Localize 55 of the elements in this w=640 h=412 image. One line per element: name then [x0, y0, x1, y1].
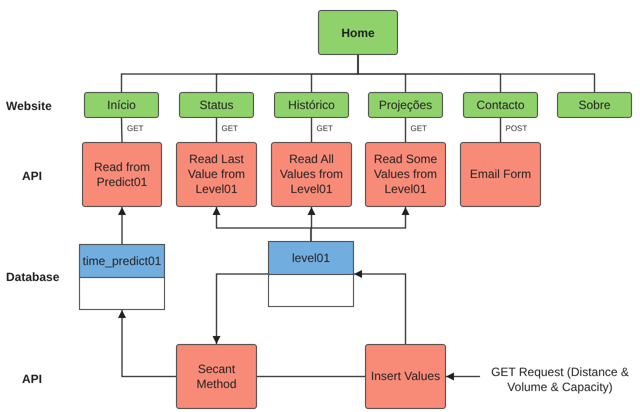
edge-label: GET — [220, 124, 239, 134]
row-label: API — [22, 168, 42, 185]
arrow — [118, 207, 126, 244]
node-text: Insert Values — [370, 369, 440, 384]
edge-label: GET — [126, 124, 144, 134]
page-box — [274, 92, 349, 118]
page-box — [463, 92, 538, 118]
process-box — [271, 142, 352, 207]
edge-label: GET — [410, 124, 428, 134]
database-table — [79, 244, 165, 310]
process-box — [365, 344, 446, 409]
node-text: Início — [107, 98, 136, 112]
connector-line — [357, 55, 596, 92]
arrow — [446, 372, 480, 380]
connector-line — [404, 118, 406, 142]
connector-line — [310, 118, 312, 142]
arrow — [118, 310, 176, 378]
process-box — [176, 344, 257, 409]
node-text: Contacto — [476, 98, 525, 112]
connector-line — [257, 376, 365, 378]
page-box — [368, 92, 443, 118]
node-text: time_predict01 — [82, 253, 162, 270]
page-box — [179, 92, 254, 118]
root-page-box — [318, 10, 398, 55]
node-text: Projeções — [378, 98, 432, 112]
process-box — [176, 142, 257, 207]
page-box — [84, 92, 159, 118]
connector-line — [120, 118, 123, 142]
arrow — [354, 270, 406, 344]
connector-line — [216, 118, 218, 142]
node-text: Read Some Values from Level01 — [372, 152, 438, 197]
process-box — [82, 142, 162, 207]
node-text: Status — [199, 98, 234, 112]
node-text: Secant Method — [195, 362, 238, 392]
arrow — [310, 207, 410, 241]
row-label: API — [22, 371, 42, 388]
node-text: Sobre — [578, 98, 611, 112]
process-box — [460, 142, 541, 207]
connector-line — [500, 118, 502, 142]
database-table — [268, 241, 354, 307]
node-text: Read All Values from Level01 — [278, 152, 344, 197]
node-text: Read from Predict01 — [92, 160, 152, 190]
edge-label: GET — [316, 124, 334, 134]
process-box — [365, 142, 446, 207]
arrow — [212, 273, 268, 344]
node-text: level01 — [292, 250, 330, 267]
page-box — [557, 92, 632, 118]
request-text: GET Request (Distance & Volume & Capacity) — [480, 364, 640, 396]
node-text: Read Last Value from Level01 — [186, 152, 246, 197]
row-label: Database — [6, 269, 60, 286]
node-text: Histórico — [288, 98, 335, 112]
node-text: Home — [341, 26, 375, 40]
node-text: Email Form — [470, 167, 532, 182]
row-label: Website — [6, 98, 52, 115]
edge-label: POST — [504, 124, 528, 134]
